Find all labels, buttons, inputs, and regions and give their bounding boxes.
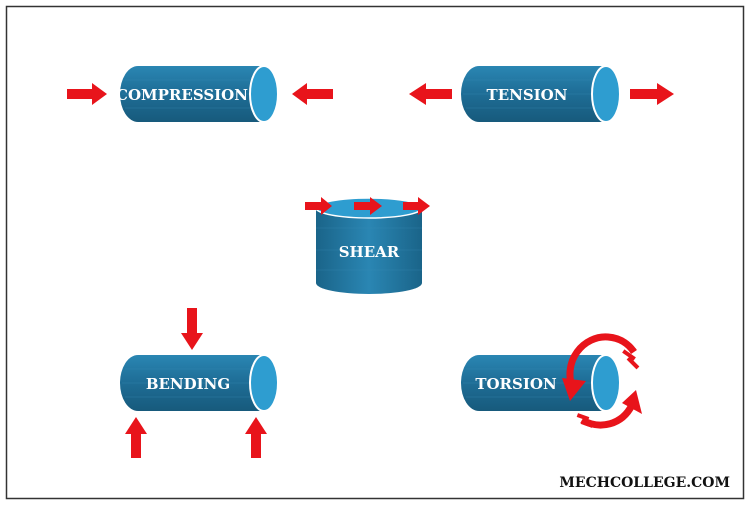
compression-arrow-right — [292, 83, 333, 105]
torsion-arrowhead-lower — [622, 390, 642, 414]
shear-arrow-1 — [305, 197, 332, 215]
torsion-arrow-upper — [566, 333, 637, 395]
compression-label: COMPRESSION — [116, 86, 248, 104]
compression-cylinder-end — [249, 65, 279, 123]
bending-arrow-bottom-right — [245, 417, 267, 458]
tension-arrow-right — [630, 83, 674, 105]
tension-group: TENSION — [409, 65, 674, 123]
bending-arrow-bottom-left — [125, 417, 147, 458]
shear-arrow-2 — [354, 197, 382, 215]
torsion-group: TORSION — [461, 333, 642, 429]
bending-label: BENDING — [146, 375, 230, 393]
tension-cylinder-end — [591, 65, 621, 123]
compression-group: COMPRESSION — [67, 65, 333, 123]
compression-arrow-left — [67, 83, 107, 105]
torsion-cylinder-end — [591, 354, 621, 412]
watermark-text: MECHCOLLEGE.COM — [559, 475, 730, 491]
bending-group: BENDING — [120, 308, 279, 458]
shear-drum-body — [316, 208, 422, 294]
shear-group: SHEAR — [305, 197, 430, 294]
torsion-label: TORSION — [475, 375, 557, 393]
bending-cylinder-end — [249, 354, 279, 412]
tension-arrow-left — [409, 83, 452, 105]
tension-label: TENSION — [487, 86, 568, 104]
torsion-arrow-tails — [576, 349, 640, 428]
bending-arrow-top — [181, 308, 203, 350]
shear-label: SHEAR — [339, 243, 400, 261]
shear-arrow-3 — [403, 197, 430, 215]
torsion-arrowhead-upper — [562, 378, 586, 401]
